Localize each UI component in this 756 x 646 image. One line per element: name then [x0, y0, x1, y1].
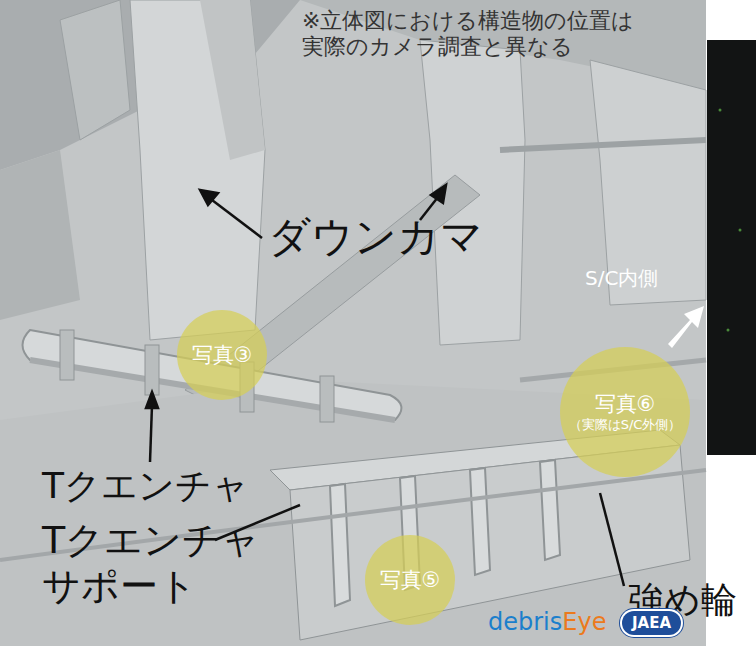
- clamp: [145, 345, 159, 395]
- photo-note: （実際はS/C外側）: [569, 417, 682, 433]
- logo-mark: JAEA: [622, 611, 681, 635]
- camera-photo: [707, 40, 756, 455]
- wall: [0, 150, 80, 320]
- downcomer: [130, 0, 265, 340]
- photo-spot: 写真⑥（実際はS/C外側）: [560, 347, 690, 477]
- inside-arrow: [668, 306, 704, 348]
- part-name: ダウンカマ: [268, 212, 483, 262]
- direction-label: S/C内側: [585, 266, 658, 290]
- part-name: Tクエンチャ: [42, 464, 249, 507]
- downcomer-shade: [200, 0, 265, 160]
- photo-speck: [719, 109, 722, 112]
- logo-text: Eye: [562, 608, 606, 637]
- clamp: [60, 330, 74, 380]
- logo-text: debris: [488, 608, 562, 637]
- photo-number: 写真⑤: [380, 567, 441, 593]
- photo-spot: 写真③: [177, 310, 267, 400]
- clamp: [320, 376, 334, 422]
- downcomer: [60, 0, 130, 140]
- part-name: Tクエンチャ サポート: [42, 518, 287, 609]
- photo-speck: [727, 329, 730, 332]
- beam: [500, 140, 706, 150]
- photo-speck: [739, 229, 742, 232]
- photo-spot: 写真⑤: [365, 535, 455, 625]
- render-ground: [0, 0, 706, 646]
- photo-number: 写真③: [192, 342, 253, 368]
- note-text: ※立体図における構造物の位置は 実際のカメラ調査と異なる: [302, 8, 652, 61]
- floor: [0, 380, 706, 646]
- photo-number: 写真⑥: [595, 391, 656, 417]
